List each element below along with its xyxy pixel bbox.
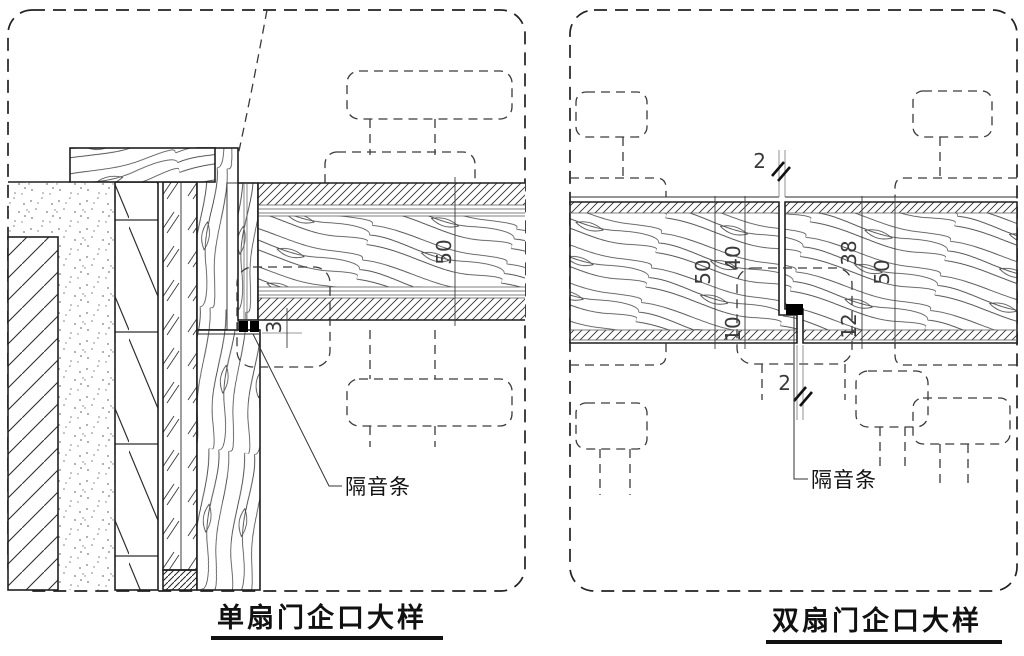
dim-left-leaf-thickness: 50 [691,196,721,349]
right-leaf [784,201,1018,344]
plaster-layer [8,182,115,237]
title-underline-right [766,640,1002,644]
dim-door-thickness-left: 50 [432,177,461,326]
ghost-profiles-left-top [324,70,513,205]
masonry-wall [7,236,59,591]
dim-label-left-leaf-upper: 40 [721,245,745,270]
ghost-profiles-left-bottom [346,330,513,447]
single-door-detail-drawing: 50 3 隔音条 单扇门企口大样 [7,9,526,640]
door-face-skin-bottom [258,298,525,320]
callout-label-left: 隔音条 [345,475,411,499]
dim-left-leaf-parts: 40 10 [721,196,751,349]
backing-board [162,181,198,591]
ghost-profiles-right-bottom [570,343,1017,495]
door-leaf-section [237,182,525,321]
left-leaf [569,201,798,344]
soundproof-strip-left [239,321,259,332]
leader-line-left [252,333,342,487]
callout-right: 隔音条 [793,316,877,492]
dim-label-right-leaf-lower: 12 [837,313,861,338]
dim-label-door-thickness: 50 [432,239,456,264]
dim-label-bottom-gap: 2 [778,371,791,395]
dim-label-top-gap: 2 [753,149,766,173]
ghost-seal-profile-left [236,266,331,368]
door-swing-arc [230,9,268,187]
dim-label-stop-gap: 3 [262,321,286,334]
dim-bottom-gap: 2 [778,345,813,420]
wall-assembly [7,181,198,591]
frame-head-timber [69,147,216,183]
callout-label-right: 隔音条 [811,468,877,492]
title-text-right: 双扇门企口大样 [772,605,982,636]
title-left: 单扇门企口大样 [211,602,443,640]
ghost-seal-profile-right [736,267,853,365]
plaster-layer-lower [58,237,115,590]
dim-label-right-leaf-upper: 38 [837,240,861,265]
dim-label-left-leaf-lower: 10 [721,316,745,341]
title-right: 双扇门企口大样 [766,605,1002,644]
double-door-detail-drawing: 2 2 50 40 10 38 12 50 [569,9,1018,644]
ghost-profiles-right-top [570,90,1017,197]
door-frame-jamb [196,147,261,591]
soundproof-strip-right [786,304,803,315]
blocking-shims [114,181,159,591]
title-text-left: 单扇门企口大样 [217,602,427,633]
door-core [258,216,525,287]
leader-line-right [793,316,808,480]
dim-stop-gap: 3 [262,308,302,348]
title-underline-left [211,636,443,640]
dim-right-leaf-thickness: 50 [870,196,901,349]
callout-left: 隔音条 [252,333,411,499]
double-door-leaves [569,196,1018,344]
dim-right-leaf-parts: 38 12 [837,196,868,349]
dim-label-left-leaf-thickness: 50 [691,259,715,284]
door-face-skin-top [258,183,525,205]
dim-label-right-leaf-thickness: 50 [870,259,894,284]
dim-top-gap: 2 [753,149,791,197]
